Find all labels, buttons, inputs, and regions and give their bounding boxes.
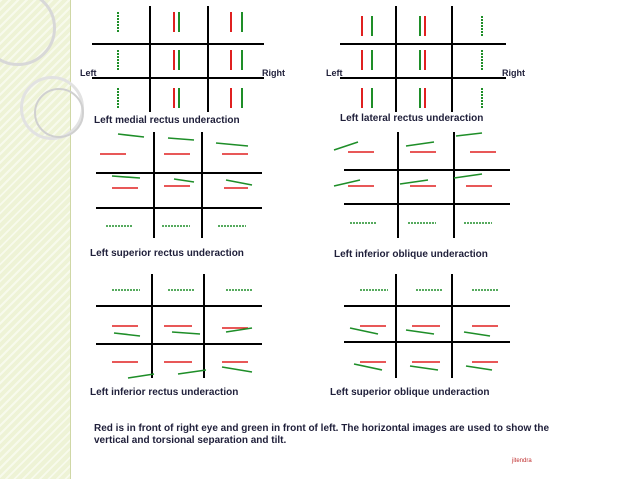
decorative-ring: [0, 0, 56, 66]
caption-inferior-rectus: Left inferior rectus underaction: [90, 387, 239, 398]
caption-inferior-oblique: Left inferior oblique underaction: [334, 249, 488, 260]
caption-superior-rectus: Left superior rectus underaction: [90, 248, 244, 259]
caption-lateral-rectus: Left lateral rectus underaction: [340, 113, 484, 124]
caption-superior-oblique: Left superior oblique underaction: [330, 387, 490, 398]
left-label: Left: [326, 68, 343, 78]
side-band-divider: [70, 0, 71, 479]
decorative-side-band: [0, 0, 70, 479]
caption-medial-rectus: Left medial rectus underaction: [94, 115, 240, 126]
legend-note: Red is in front of right eye and green i…: [94, 423, 550, 446]
diagram-inferior-rectus: [92, 270, 352, 396]
diagram-medial-rectus: [88, 2, 348, 128]
decorative-ring: [34, 88, 84, 138]
left-label: Left: [80, 68, 97, 78]
diagram-lateral-rectus: [336, 2, 596, 128]
author-credit: jitendra: [512, 458, 532, 464]
right-label: Right: [502, 68, 525, 78]
diagram-superior-oblique: [340, 270, 600, 396]
right-label: Right: [262, 68, 285, 78]
diagram-inferior-oblique: [330, 128, 590, 254]
diagram-superior-rectus: [92, 128, 352, 254]
